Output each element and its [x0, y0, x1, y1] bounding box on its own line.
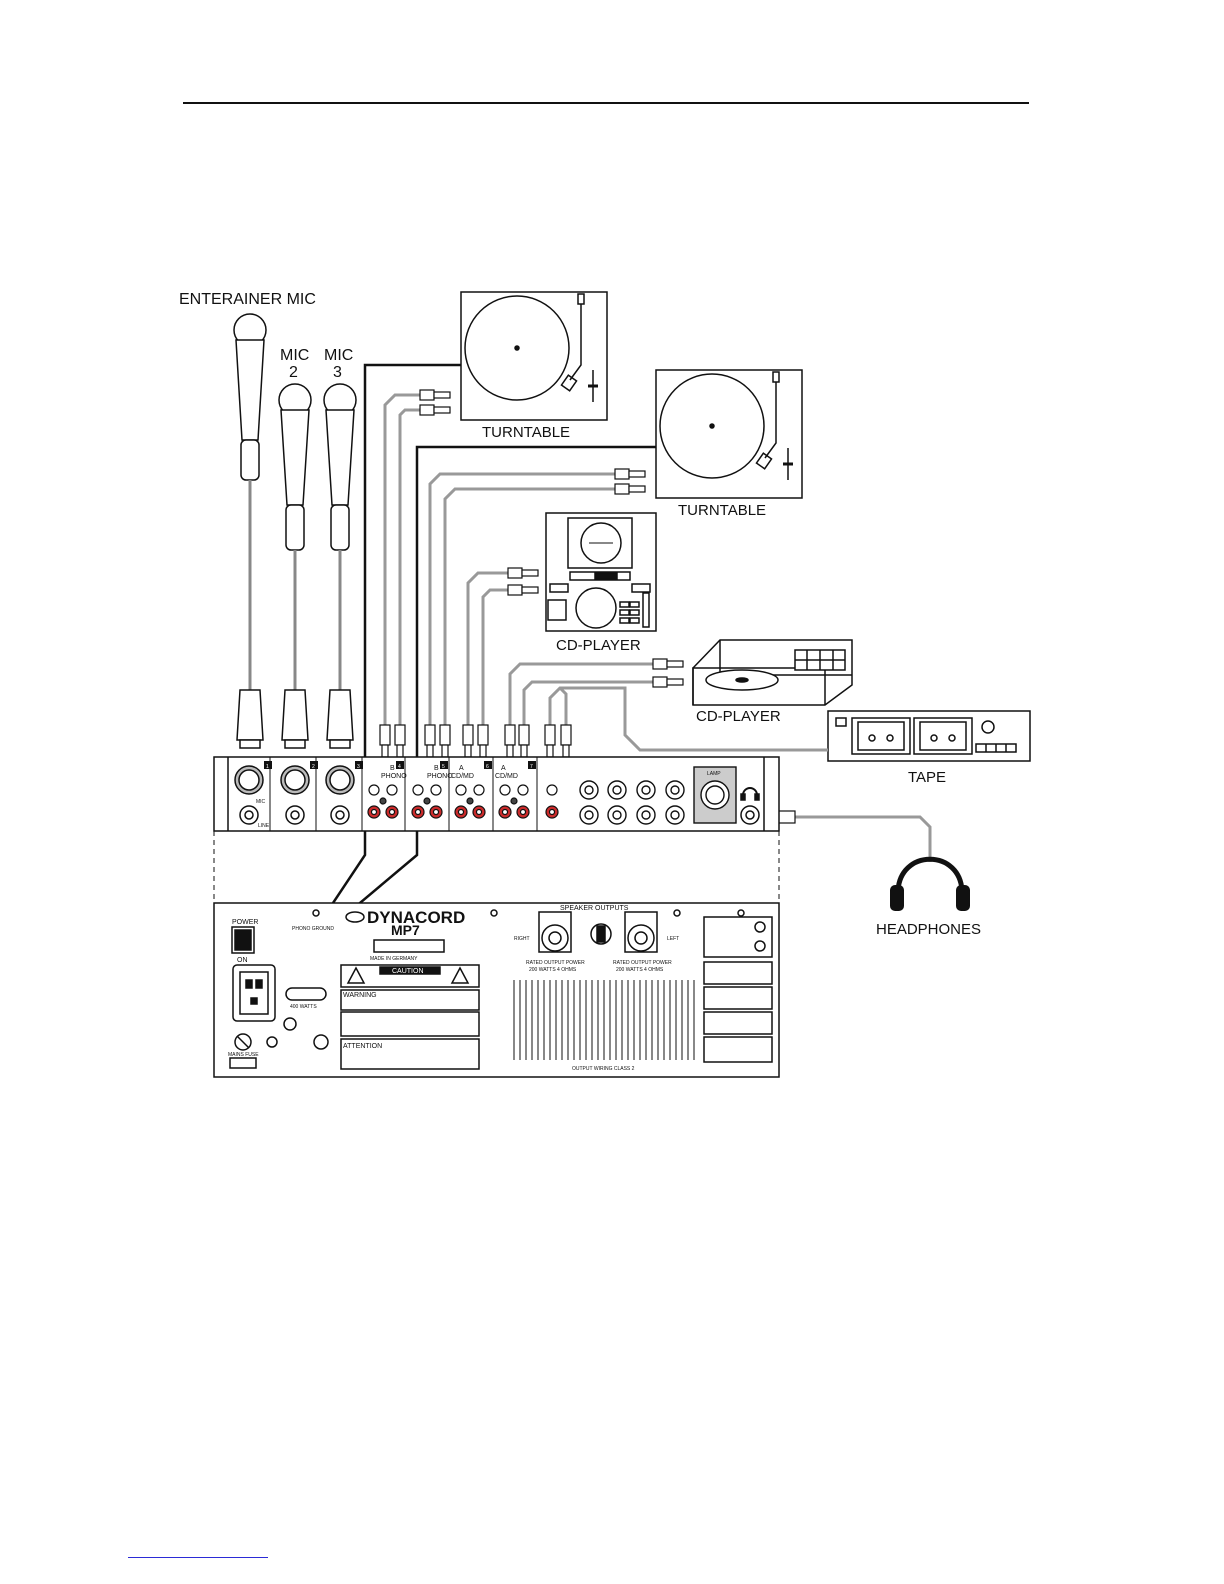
- mic-3: [323, 383, 357, 749]
- tape-label: TAPE: [908, 769, 946, 786]
- mic-socket-label: MIC: [256, 799, 266, 805]
- mains-fuse-label: MAINS FUSE: [228, 1052, 259, 1058]
- a-label-1: A: [459, 765, 464, 772]
- turntable-2-label: TURNTABLE: [678, 502, 766, 519]
- model-text: MP7: [391, 922, 420, 938]
- on-label: ON: [237, 957, 248, 964]
- warning-label: WARNING: [343, 992, 377, 999]
- tape-deck: [827, 710, 1031, 762]
- watts-label: 400 WATTS: [290, 1004, 317, 1010]
- b-label-2: B: [434, 765, 439, 772]
- b-label-1: B: [390, 765, 395, 772]
- front-rca-jacks: [367, 784, 559, 819]
- turntable-1-label: TURNTABLE: [482, 424, 570, 441]
- front-xlr-sockets: [234, 765, 355, 825]
- headphones-label: HEADPHONES: [876, 921, 981, 938]
- mixer-rear-panel: [213, 902, 780, 1078]
- right-label: RIGHT: [514, 936, 530, 942]
- brand-logo-text: DYNACORD: [367, 908, 465, 927]
- ch2-number: 2: [312, 764, 315, 770]
- cdmd-label-1: CD/MD: [451, 773, 474, 780]
- power-label: POWER: [232, 919, 258, 926]
- phono-label-2: PHONO: [427, 773, 453, 780]
- output-wiring-label: OUTPUT WIRING CLASS 2: [572, 1066, 635, 1072]
- top-rule: [183, 102, 1029, 104]
- channel-number-badges: [264, 761, 536, 769]
- line-socket-label: LINE: [258, 823, 270, 829]
- mic2-label: MIC: [280, 347, 309, 364]
- rated-watts-right-label: 200 WATTS 4 OHMS: [529, 967, 577, 973]
- mic3-label: MIC: [324, 347, 353, 364]
- lamp-socket: [693, 766, 737, 824]
- phono-ground-label: PHONO GROUND: [292, 926, 334, 932]
- mic3-number: 3: [333, 364, 342, 381]
- headphone-jack: [740, 787, 760, 825]
- mic2-number: 2: [289, 364, 298, 381]
- mixer-housing-dashed: [213, 831, 780, 903]
- ch5-number: 5: [442, 764, 445, 770]
- turntable-2: [655, 369, 803, 499]
- footnote-rule: [128, 1557, 268, 1558]
- cdmd-label-2: CD/MD: [495, 773, 518, 780]
- entertainer-mic: [233, 313, 267, 749]
- rated-output-right-label: RATED OUTPUT POWER: [526, 960, 585, 966]
- ch4-number: 4: [398, 764, 401, 770]
- ch1-number: 1: [266, 764, 269, 770]
- cd-player-2-label: CD-PLAYER: [696, 708, 781, 725]
- caution-label: CAUTION: [392, 968, 424, 975]
- ch7-number: 7: [530, 764, 533, 770]
- cd-player-1: [545, 512, 657, 632]
- ground-wires: [303, 363, 656, 946]
- entertainer-mic-label: ENTERAINER MIC: [179, 291, 316, 308]
- lamp-label: LAMP: [707, 771, 721, 777]
- ch6-number: 6: [486, 764, 489, 770]
- attention-label: ATTENTION: [343, 1043, 382, 1050]
- heatsink: [513, 980, 695, 1060]
- rated-output-left-label: RATED OUTPUT POWER: [613, 960, 672, 966]
- a-label-2: A: [501, 765, 506, 772]
- channel-number-texts: 1 2 3 4 5 6 7: [266, 764, 533, 770]
- mixer-front-panel: [213, 756, 780, 832]
- rca-cables: [383, 393, 932, 862]
- left-label: LEFT: [667, 936, 679, 942]
- ch3-number: 3: [357, 764, 360, 770]
- mic-2: [278, 383, 312, 749]
- speaker-outputs-label: SPEAKER OUTPUTS: [560, 905, 629, 912]
- turntable-1: [460, 291, 608, 421]
- headphones-icon: [890, 856, 970, 911]
- cd-player-2: [692, 639, 853, 706]
- cd-player-1-label: CD-PLAYER: [556, 637, 641, 654]
- made-in-label: MADE IN GERMANY: [370, 956, 418, 962]
- phono-label-1: PHONO: [381, 773, 407, 780]
- front-output-jacks: [579, 780, 685, 825]
- rated-watts-left-label: 200 WATTS 4 OHMS: [616, 967, 664, 973]
